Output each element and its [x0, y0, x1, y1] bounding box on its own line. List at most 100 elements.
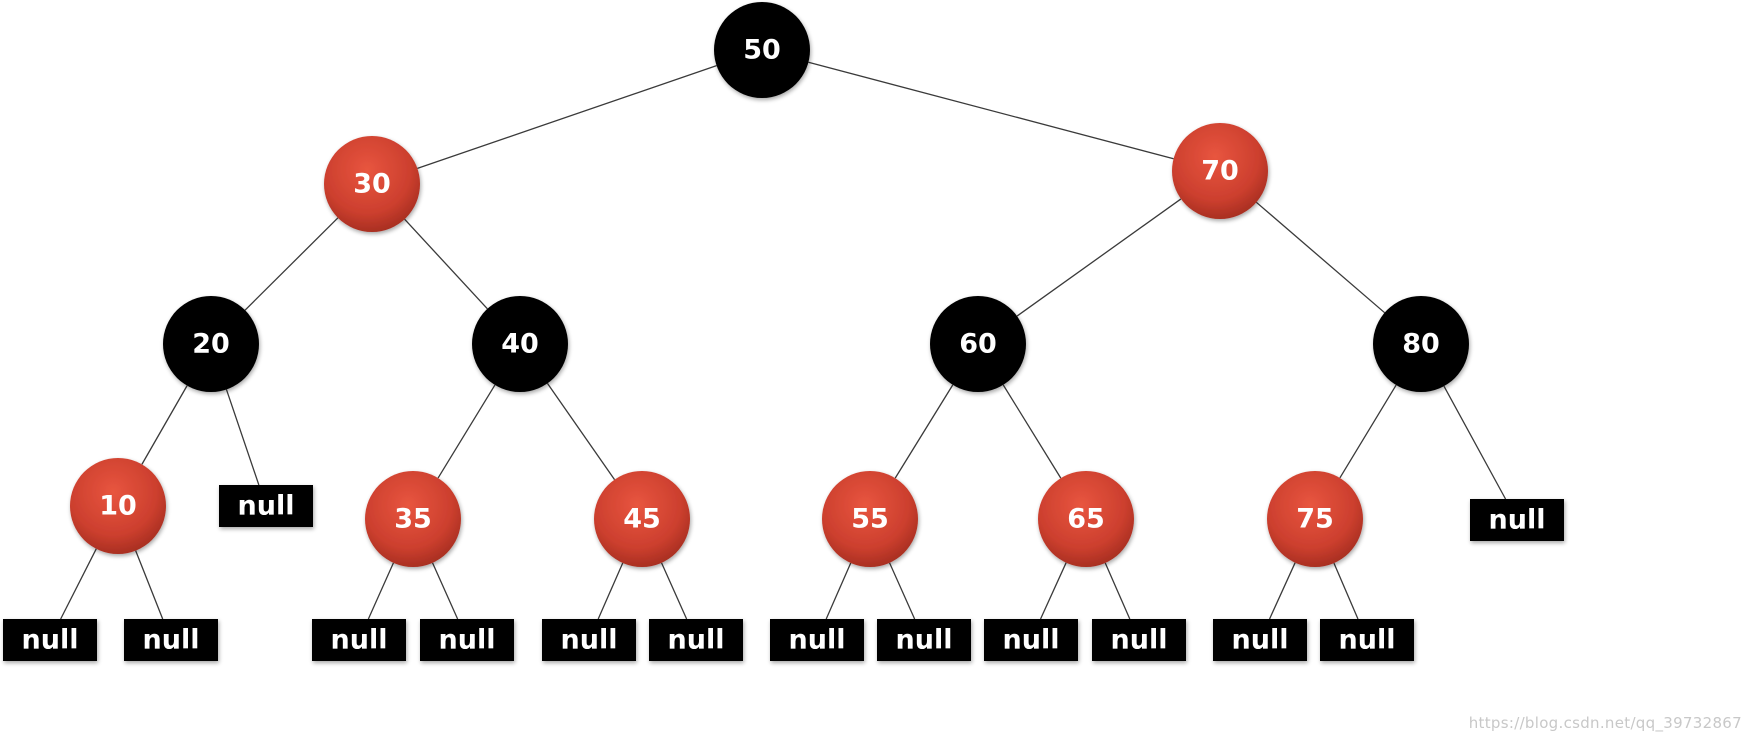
- edge-n20-n10: [141, 385, 188, 465]
- tree-node-40-black: 40: [472, 296, 568, 392]
- edge-n70-n80: [1255, 201, 1386, 314]
- node-circle: [714, 2, 810, 98]
- null-label: null: [238, 491, 295, 522]
- node-label: 60: [959, 329, 997, 360]
- node-label: 80: [1402, 329, 1440, 360]
- node-circle: [1267, 471, 1363, 567]
- null-box: [1213, 619, 1307, 661]
- node-circle: [1172, 123, 1268, 219]
- null-55-right-leaf: null: [877, 619, 971, 661]
- null-box: [877, 619, 971, 661]
- node-label: 30: [353, 169, 391, 200]
- node-label: 35: [394, 504, 432, 535]
- node-label: 75: [1296, 504, 1334, 535]
- tree-node-10-red: 10: [70, 458, 166, 554]
- edge-n60-n65: [1002, 384, 1062, 479]
- node-circle: [1038, 471, 1134, 567]
- null-20-right-leaf: null: [219, 485, 313, 527]
- null-label: null: [789, 625, 846, 656]
- edge-n65-null-65-left: [1039, 562, 1067, 620]
- nodes-layer: 50 30 70 20 40 60 80 10 35 45 55 65 75: [70, 2, 1469, 567]
- null-label: null: [439, 625, 496, 656]
- tree-node-65-red: 65: [1038, 471, 1134, 567]
- node-circle: [594, 471, 690, 567]
- edge-n75-null-75-right: [1333, 562, 1359, 620]
- node-label: 45: [623, 504, 661, 535]
- null-65-left-leaf: null: [984, 619, 1078, 661]
- null-65-right-leaf: null: [1092, 619, 1186, 661]
- null-box: [649, 619, 743, 661]
- edge-n10-null-10-right: [135, 550, 164, 620]
- tree-node-35-red: 35: [365, 471, 461, 567]
- edge-n40-n35: [437, 384, 496, 479]
- null-75-right-leaf: null: [1320, 619, 1414, 661]
- null-label: null: [1489, 505, 1546, 536]
- tree-node-60-black: 60: [930, 296, 1026, 392]
- node-label: 50: [743, 35, 781, 66]
- null-label: null: [668, 625, 725, 656]
- edge-n70-n60: [1016, 198, 1182, 317]
- node-circle: [163, 296, 259, 392]
- null-label: null: [331, 625, 388, 656]
- null-box: [219, 485, 313, 527]
- edges-layer: [60, 61, 1507, 620]
- null-35-right-leaf: null: [420, 619, 514, 661]
- null-box: [542, 619, 636, 661]
- tree-node-80-black: 80: [1373, 296, 1469, 392]
- null-55-left-leaf: null: [770, 619, 864, 661]
- edge-n80-n75: [1339, 384, 1397, 479]
- edge-n40-n45: [546, 383, 616, 480]
- node-label: 10: [99, 491, 137, 522]
- null-box: [1470, 499, 1564, 541]
- null-box: [3, 619, 97, 661]
- edge-n10-null-10-left: [60, 548, 97, 620]
- null-box: [1320, 619, 1414, 661]
- null-10-right-leaf: null: [124, 619, 218, 661]
- null-label: null: [1111, 625, 1168, 656]
- node-label: 55: [851, 504, 889, 535]
- node-circle: [70, 458, 166, 554]
- tree-node-75-red: 75: [1267, 471, 1363, 567]
- edge-n45-null-45-left: [597, 562, 624, 620]
- edge-n30-n20: [244, 217, 339, 311]
- edge-n60-n55: [894, 384, 954, 479]
- null-box: [984, 619, 1078, 661]
- tree-node-70-red: 70: [1172, 123, 1268, 219]
- edge-n50-n30: [417, 64, 717, 170]
- null-label: null: [1003, 625, 1060, 656]
- null-75-left-leaf: null: [1213, 619, 1307, 661]
- null-label: null: [143, 625, 200, 656]
- null-leaves-layer: null null null null null null null null null null…: [3, 485, 1564, 661]
- tree-node-55-red: 55: [822, 471, 918, 567]
- tree-node-30-red: 30: [324, 136, 420, 232]
- edge-n80-null-80-right: [1443, 385, 1507, 500]
- edge-n65-null-65-right: [1104, 562, 1131, 620]
- null-80-right-leaf: null: [1470, 499, 1564, 541]
- edge-n20-null-20-right: [225, 389, 260, 486]
- null-label: null: [1232, 625, 1289, 656]
- edge-n30-n40: [404, 218, 488, 310]
- edge-n35-null-35-left: [367, 562, 395, 620]
- null-35-left-leaf: null: [312, 619, 406, 661]
- edge-n45-null-45-right: [660, 562, 688, 620]
- node-circle: [324, 136, 420, 232]
- null-box: [420, 619, 514, 661]
- node-circle: [472, 296, 568, 392]
- null-box: [770, 619, 864, 661]
- watermark: https://blog.csdn.net/qq_39732867: [1468, 714, 1742, 732]
- null-box: [312, 619, 406, 661]
- node-label: 65: [1067, 504, 1105, 535]
- null-box: [124, 619, 218, 661]
- tree-node-45-red: 45: [594, 471, 690, 567]
- node-circle: [930, 296, 1026, 392]
- edge-n75-null-75-left: [1268, 562, 1296, 620]
- null-label: null: [1339, 625, 1396, 656]
- null-10-left-leaf: null: [3, 619, 97, 661]
- null-label: null: [896, 625, 953, 656]
- edge-n55-null-55-right: [888, 562, 916, 620]
- node-label: 20: [192, 329, 230, 360]
- edge-n35-null-35-right: [431, 562, 459, 620]
- edge-n55-null-55-left: [825, 562, 852, 620]
